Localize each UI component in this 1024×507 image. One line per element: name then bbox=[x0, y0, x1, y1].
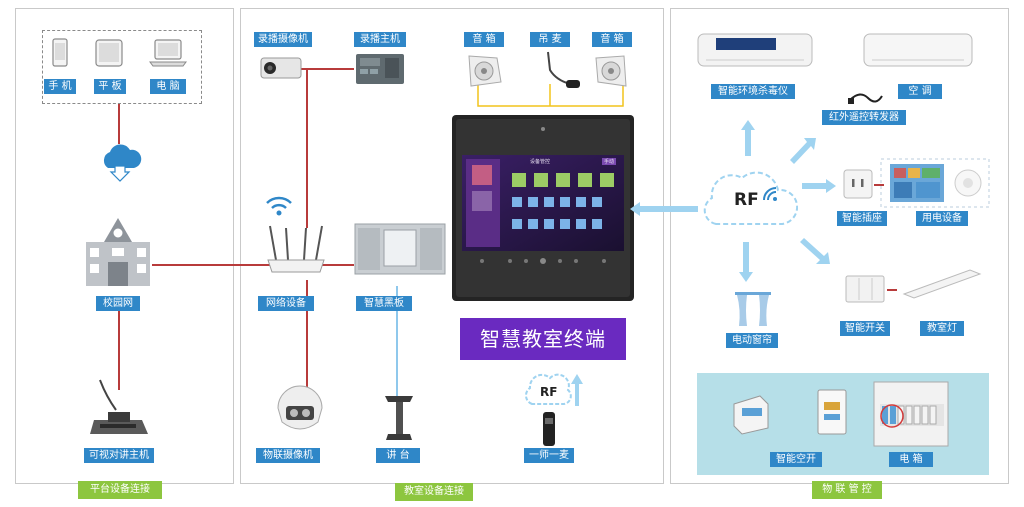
smart-breaker-label: 智能空开 bbox=[770, 452, 822, 467]
router-icon bbox=[267, 225, 325, 273]
handheld-mic-icon bbox=[543, 412, 555, 446]
smart-socket-label: 智能插座 bbox=[837, 211, 887, 226]
one-teacher-mic-label: 一师一麦 bbox=[524, 448, 574, 463]
tablet-label: 平 板 bbox=[94, 79, 126, 94]
screen-button-text: 手动 bbox=[602, 158, 617, 165]
laptop-icon bbox=[149, 39, 187, 67]
electric-device-icon bbox=[880, 158, 990, 208]
smart-switch-label: 智能开关 bbox=[840, 321, 890, 336]
rf-small-arrow-icon bbox=[571, 374, 583, 406]
ir-transmitter-icon bbox=[848, 93, 883, 104]
rf-text: RF bbox=[734, 190, 759, 210]
arrow-to-socket-icon bbox=[802, 179, 836, 193]
classroom-light-label: 教室灯 bbox=[920, 321, 964, 336]
ir-transmitter-label: 红外遥控转发器 bbox=[822, 110, 906, 125]
aircon-label: 空 调 bbox=[898, 84, 942, 99]
classroom-light-icon bbox=[902, 269, 982, 299]
speaker-right-label: 音 箱 bbox=[592, 32, 632, 47]
rf-cloud-icon bbox=[703, 171, 798, 225]
electric-box-icon bbox=[873, 381, 949, 447]
curtain-label: 电动窗帘 bbox=[726, 333, 778, 348]
line-devices-cloud bbox=[118, 104, 120, 144]
intercom-host-icon bbox=[90, 379, 148, 434]
sterilizer-icon bbox=[697, 33, 813, 67]
smart-breaker-rail-icon bbox=[733, 395, 769, 435]
smart-socket-icon bbox=[843, 169, 873, 199]
terminal-title: 智慧教室终端 bbox=[460, 318, 626, 360]
speaker-right-icon bbox=[595, 55, 627, 87]
electric-device-label: 用电设备 bbox=[916, 211, 968, 226]
speaker-left-icon bbox=[468, 55, 502, 87]
client-devices-group bbox=[42, 30, 202, 104]
rf-signal-icon bbox=[763, 187, 777, 201]
record-host-label: 录播主机 bbox=[354, 32, 406, 47]
speaker-wiring bbox=[477, 84, 624, 107]
arrow-to-curtain-icon bbox=[739, 242, 753, 282]
network-device-label: 网络设备 bbox=[258, 296, 314, 311]
curtain-icon bbox=[735, 292, 771, 326]
school-building-icon bbox=[86, 218, 150, 286]
line-campus-intercom bbox=[118, 310, 120, 390]
footer-iot: 物 联 管 控 bbox=[812, 481, 882, 499]
record-host-icon bbox=[356, 54, 404, 84]
smart-switch-icon bbox=[845, 275, 885, 303]
dome-camera-icon bbox=[277, 385, 323, 430]
smart-breaker-icon bbox=[817, 389, 847, 435]
tablet-icon bbox=[95, 39, 123, 67]
wifi-icon bbox=[266, 196, 292, 216]
speaker-left-label: 音 箱 bbox=[464, 32, 504, 47]
line-camera-network bbox=[306, 68, 308, 228]
arrow-to-ir-icon bbox=[790, 138, 816, 164]
footer-platform: 平台设备连接 bbox=[78, 481, 162, 499]
line-campus-network bbox=[152, 264, 272, 266]
smart-board-label: 智慧黑板 bbox=[356, 296, 412, 311]
arrow-to-switch-icon bbox=[800, 238, 830, 264]
rf-small-cloud-icon bbox=[525, 373, 572, 405]
aircon-icon bbox=[863, 33, 973, 67]
smart-board-icon bbox=[354, 223, 446, 275]
line-camera-host bbox=[298, 68, 354, 70]
line-network-board bbox=[322, 264, 354, 266]
rf-small-text: RF bbox=[540, 385, 558, 399]
electric-box-label: 电 箱 bbox=[889, 452, 933, 467]
computer-label: 电 脑 bbox=[150, 79, 186, 94]
hanging-mic-icon bbox=[547, 51, 580, 88]
record-camera-icon bbox=[260, 57, 302, 79]
screen-header-text: 设备管控 bbox=[530, 159, 551, 165]
hanging-mic-label: 吊 麦 bbox=[530, 32, 570, 47]
intercom-host-label: 可视对讲主机 bbox=[84, 448, 154, 463]
line-board-podium bbox=[396, 286, 398, 396]
record-camera-label: 录播摄像机 bbox=[254, 32, 312, 47]
cloud-icon bbox=[103, 144, 142, 182]
phone-icon bbox=[52, 38, 68, 67]
arrow-to-sterilizer-icon bbox=[741, 120, 755, 156]
phone-label: 手 机 bbox=[44, 79, 76, 94]
sterilizer-label: 智能环境杀毒仪 bbox=[711, 84, 795, 99]
iot-camera-label: 物联摄像机 bbox=[256, 448, 320, 463]
campus-network-label: 校园网 bbox=[96, 296, 140, 311]
smart-terminal-device bbox=[452, 115, 634, 301]
footer-classroom: 教室设备连接 bbox=[395, 483, 473, 501]
line-network-iotcam bbox=[306, 280, 308, 390]
arrow-to-terminal-icon bbox=[630, 202, 698, 216]
podium-icon bbox=[385, 396, 413, 440]
line-socket-device bbox=[874, 184, 884, 186]
podium-label: 讲 台 bbox=[376, 448, 420, 463]
line-switch-light bbox=[887, 289, 897, 291]
